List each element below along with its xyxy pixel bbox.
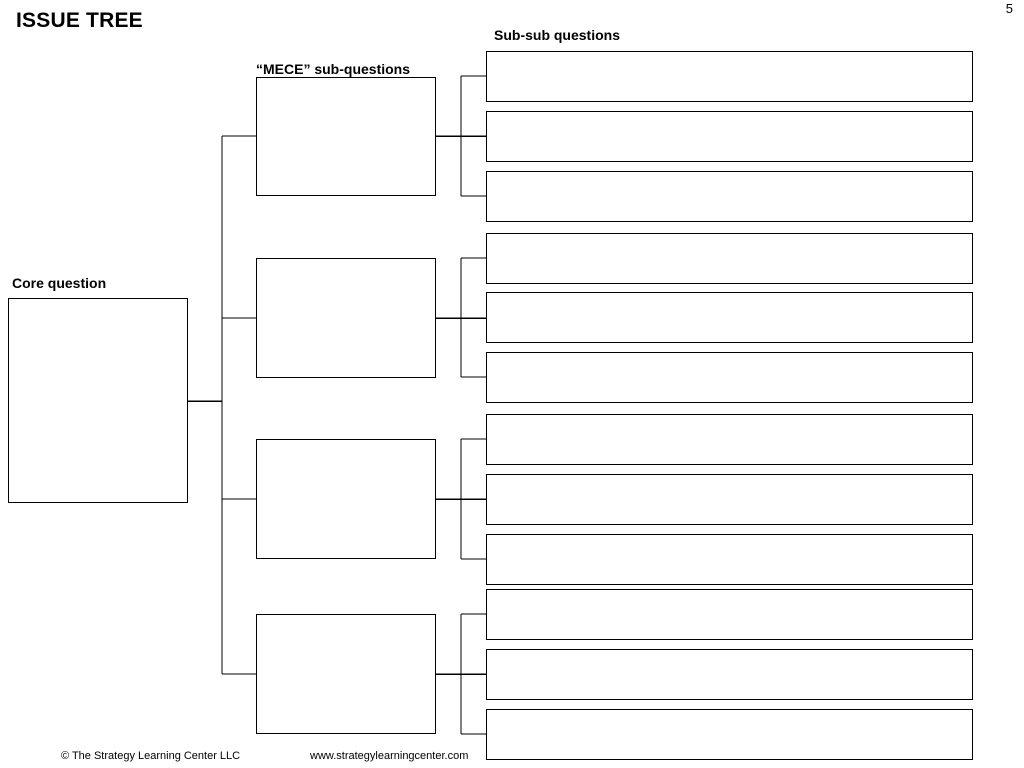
page-title: ISSUE TREE (16, 9, 143, 32)
sub-sub-question-box-2-2[interactable] (486, 292, 973, 343)
sub-sub-question-box-1-2[interactable] (486, 111, 973, 162)
footer-copyright: © The Strategy Learning Center LLC (61, 750, 241, 762)
sub-sub-question-box-3-3[interactable] (486, 534, 973, 585)
sub-question-box-4[interactable] (256, 614, 436, 734)
core-question-label: Core question (12, 275, 107, 291)
sub-sub-question-box-3-1[interactable] (486, 414, 973, 465)
page-number: 5 (1005, 1, 1013, 16)
sub-sub-question-box-4-3[interactable] (486, 709, 973, 760)
sub-sub-question-box-2-1[interactable] (486, 233, 973, 284)
sub-sub-question-box-1-1[interactable] (486, 51, 973, 102)
core-question-box[interactable] (8, 298, 188, 503)
sub-sub-questions-label: Sub-sub questions (494, 27, 620, 43)
sub-question-box-3[interactable] (256, 439, 436, 559)
footer-website[interactable]: www.strategylearningcenter.com (310, 750, 469, 762)
sub-sub-question-box-1-3[interactable] (486, 171, 973, 222)
sub-sub-question-box-2-3[interactable] (486, 352, 973, 403)
sub-sub-question-box-4-2[interactable] (486, 649, 973, 700)
mece-sub-questions-label: “MECE” sub-questions (256, 61, 411, 77)
sub-sub-question-box-3-2[interactable] (486, 474, 973, 525)
sub-question-box-1[interactable] (256, 77, 436, 196)
sub-sub-question-box-4-1[interactable] (486, 589, 973, 640)
sub-question-box-2[interactable] (256, 258, 436, 378)
